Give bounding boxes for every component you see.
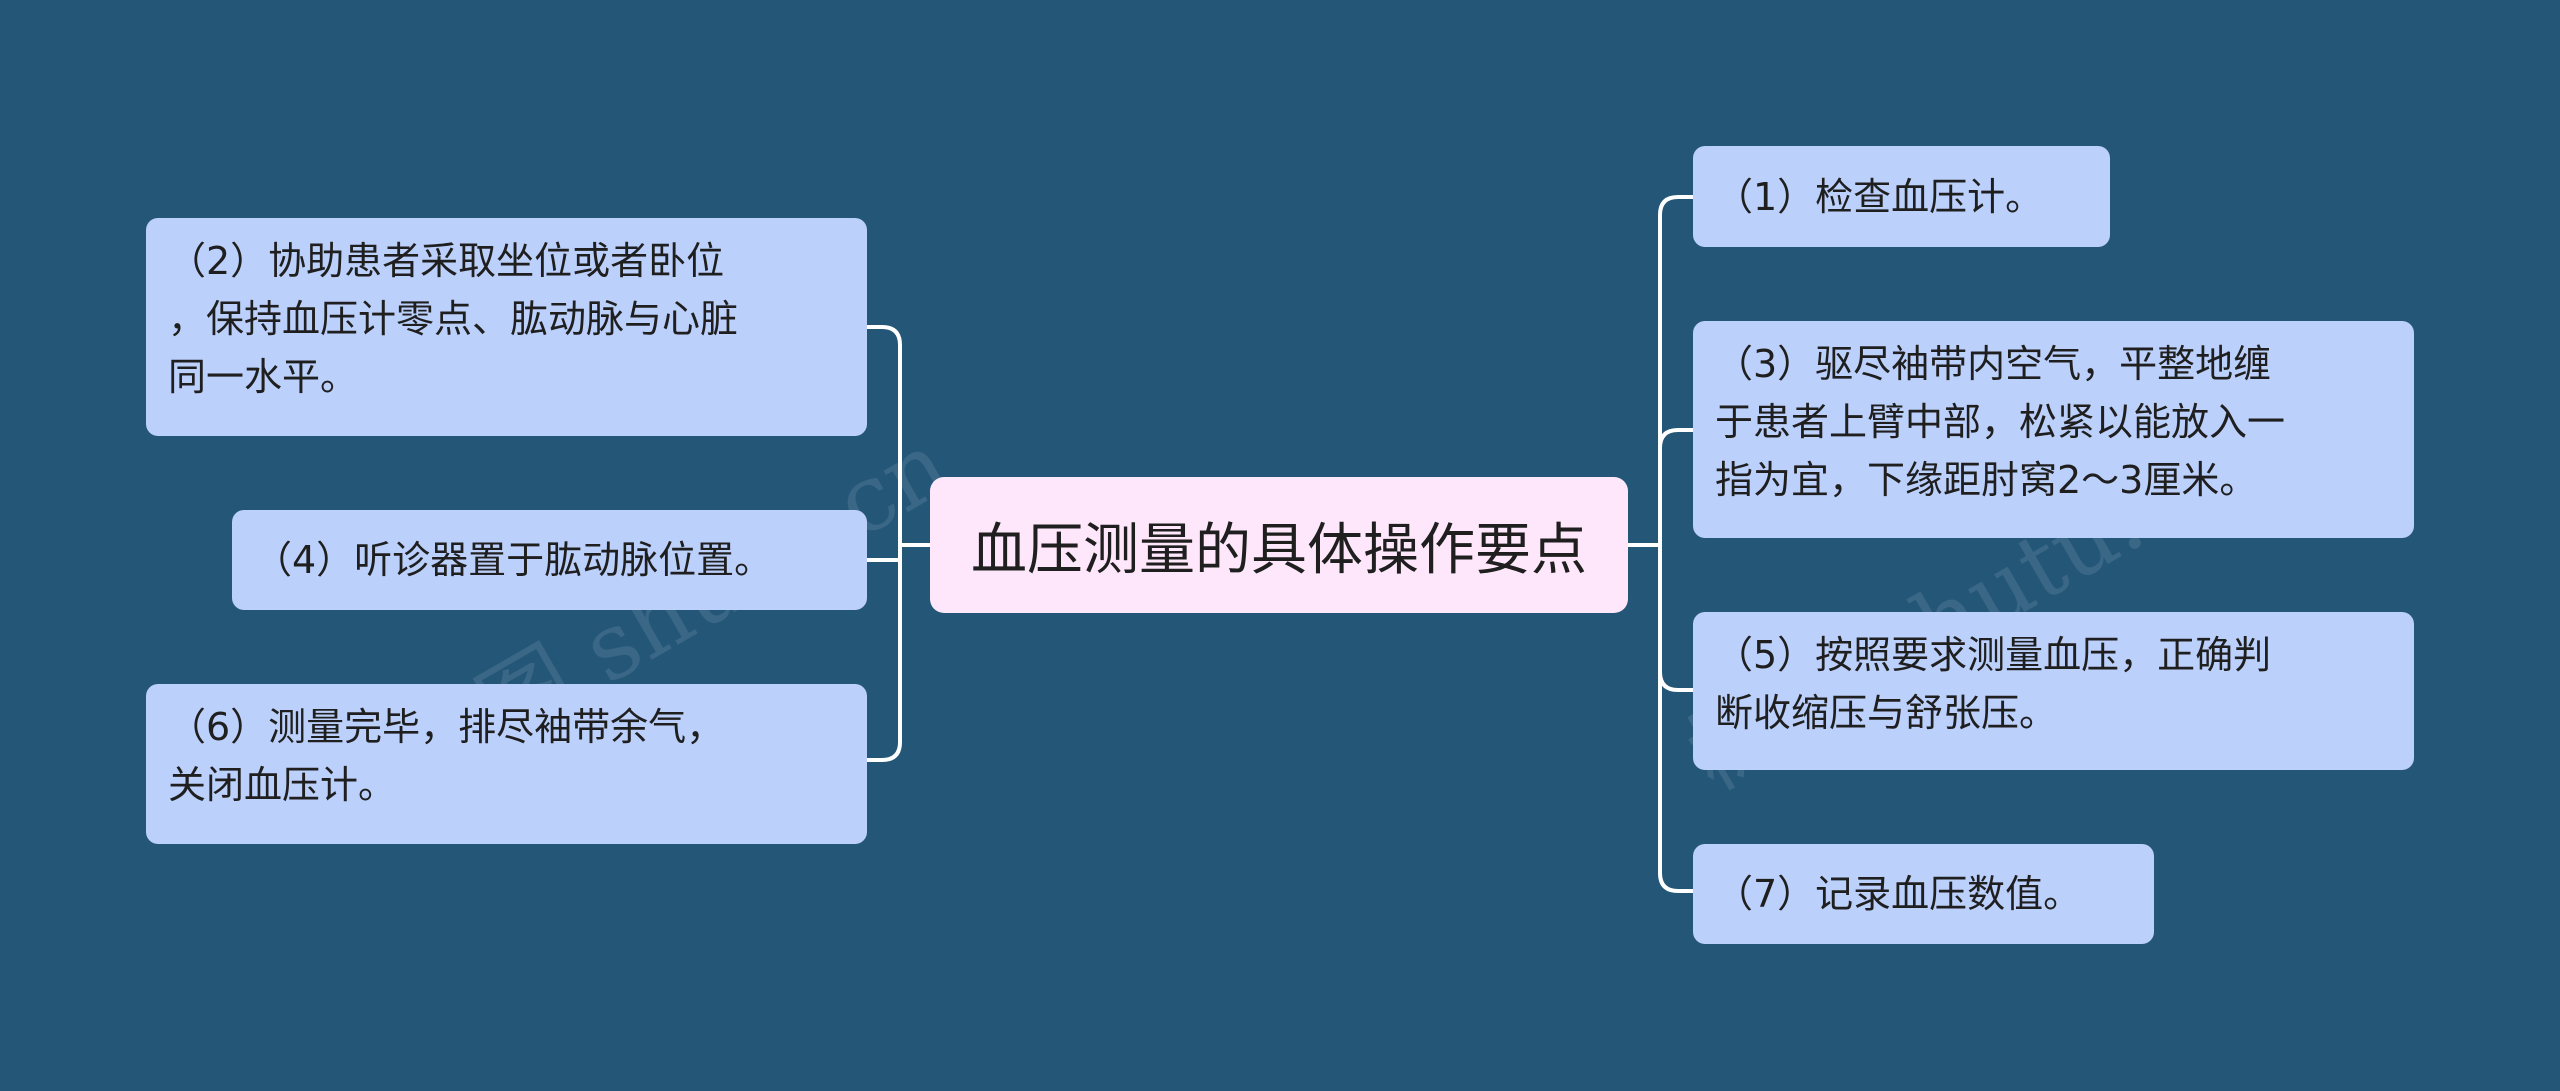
node-step-7[interactable]: （7）记录血压数值。 (1693, 844, 2154, 944)
node-step-3-line-1: （3）驱尽袖带内空气，平整地缠 (1715, 342, 2272, 386)
node-step-7-line-1: （7）记录血压数值。 (1715, 872, 2082, 916)
connector-to-step-6 (866, 741, 902, 762)
connector-to-step-3 (1658, 428, 1693, 449)
node-step-5-line-1: （5）按照要求测量血压，正确判 (1715, 633, 2272, 677)
node-step-5[interactable]: （5）按照要求测量血压，正确判 断收缩压与舒张压。 (1693, 612, 2414, 770)
node-step-2-line-1: （2）协助患者采取坐位或者卧位 (168, 239, 725, 283)
connector-to-step-2 (866, 325, 902, 346)
connector-to-step-1 (1658, 195, 1693, 216)
node-step-2[interactable]: （2）协助患者采取坐位或者卧位 ，保持血压计零点、肱动脉与心脏 同一水平。 (146, 218, 867, 436)
node-step-5-line-2: 断收缩压与舒张压。 (1715, 691, 2058, 735)
node-step-3-line-3: 指为宜，下缘距肘窝2～3厘米。 (1715, 458, 2258, 502)
node-step-1[interactable]: （1）检查血压计。 (1693, 146, 2110, 247)
central-topic[interactable]: 血压测量的具体操作要点 (930, 477, 1628, 613)
node-step-3-line-2: 于患者上臂中部，松紧以能放入一 (1715, 400, 2286, 444)
central-topic-label: 血压测量的具体操作要点 (971, 517, 1587, 583)
node-step-2-line-2: ，保持血压计零点、肱动脉与心脏 (168, 297, 739, 341)
connector-to-step-7 (1658, 872, 1693, 893)
node-step-1-line-1: （1）检查血压计。 (1715, 174, 2044, 219)
node-step-4[interactable]: （4）听诊器置于肱动脉位置。 (232, 510, 867, 610)
node-step-4-line-1: （4）听诊器置于肱动脉位置。 (254, 538, 773, 582)
connector-to-step-5 (1658, 671, 1693, 692)
node-step-2-line-3: 同一水平。 (168, 355, 359, 399)
node-step-3[interactable]: （3）驱尽袖带内空气，平整地缠 于患者上臂中部，松紧以能放入一 指为宜，下缘距肘… (1693, 321, 2414, 538)
node-step-6-line-1: （6）测量完毕，排尽袖带余气， (168, 705, 725, 749)
node-step-6-line-2: 关闭血压计。 (168, 763, 397, 807)
node-step-6[interactable]: （6）测量完毕，排尽袖带余气， 关闭血压计。 (146, 684, 867, 844)
